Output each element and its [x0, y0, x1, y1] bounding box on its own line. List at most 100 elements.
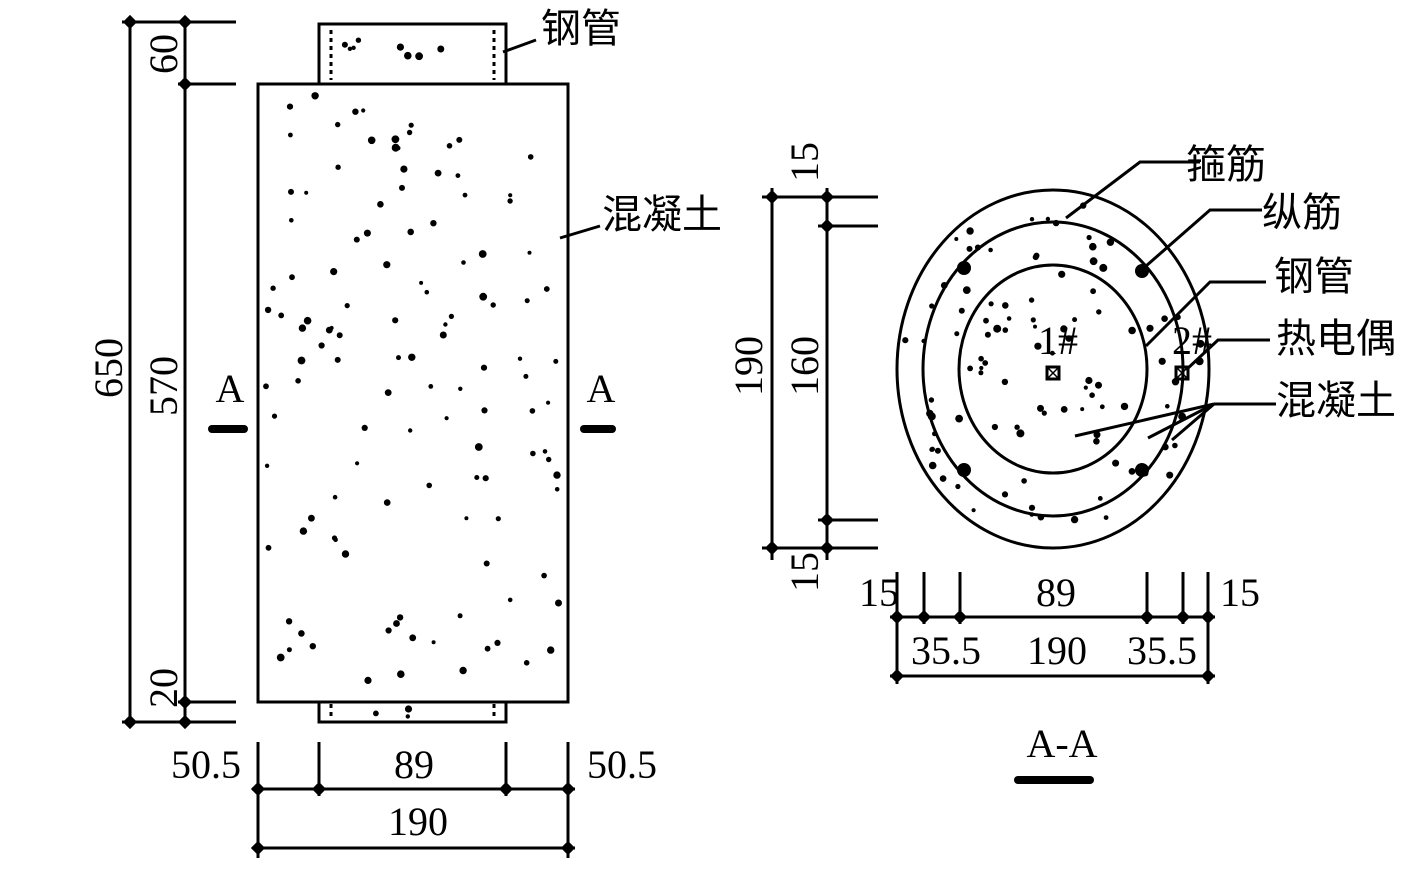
aggregate-dot — [457, 613, 463, 619]
aggregate-dot — [299, 527, 308, 535]
sec-dim-top-left: 15 — [859, 570, 899, 615]
aggregate-dot — [393, 620, 400, 627]
aggregate-dot — [1029, 217, 1035, 222]
aggregate-dot — [439, 331, 447, 339]
aggregate-dot — [546, 456, 552, 463]
leader-stirrup — [1065, 160, 1200, 220]
elev-dim-total-width: 190 — [388, 799, 448, 844]
aggregate-dot — [311, 92, 319, 100]
stirrup-circle — [921, 220, 1185, 518]
aggregate-dot — [408, 428, 413, 433]
aggregate-dot — [554, 487, 560, 492]
aggregate-dot — [527, 154, 534, 160]
thermocouple-2-label: 2# — [1172, 318, 1212, 363]
label-concrete-elev: 混凝土 — [602, 192, 722, 238]
aggregate-dot — [364, 676, 372, 685]
sec-dim-outer: 190 — [726, 336, 771, 396]
aggregate-dot — [426, 482, 433, 489]
aggregate-dot — [1166, 471, 1174, 479]
sec-dim-inner: 160 — [782, 336, 827, 396]
aggregate-dot — [1120, 402, 1129, 411]
aggregate-dot — [1095, 381, 1102, 389]
aggregate-dot — [430, 220, 437, 227]
aggregate-dot — [404, 705, 413, 713]
aggregate-dot — [355, 37, 362, 43]
aggregate-dot — [263, 383, 269, 390]
aggregate-dot — [271, 413, 278, 419]
aggregate-dot — [1158, 357, 1166, 365]
aggregate-dot — [474, 475, 480, 480]
aggregate-dot — [431, 640, 436, 645]
aggregate-dot — [1037, 513, 1045, 521]
label-longitudinal-bar: 纵筋 — [1262, 190, 1342, 236]
aggregate-dot — [1045, 216, 1051, 222]
aggregate-dot — [297, 356, 306, 365]
aggregate-dot — [295, 378, 301, 384]
aggregate-dot — [455, 173, 461, 179]
aggregate-dot — [335, 164, 341, 170]
steel-tube-circle — [957, 263, 1149, 475]
aggregate-dot — [484, 645, 491, 652]
aggregate-dot — [507, 198, 513, 204]
sec-dim-top-right: 15 — [1220, 570, 1260, 615]
elev-dim-bottom: 20 — [141, 668, 186, 708]
aggregate-dot — [494, 639, 501, 647]
aggregate-dot — [932, 431, 937, 437]
aggregate-dot — [265, 544, 272, 551]
aggregate-dot — [1083, 385, 1088, 390]
elev-dim-right: 50.5 — [587, 742, 657, 787]
aggregate-dot — [1001, 378, 1009, 386]
aggregate-dot — [1016, 429, 1025, 438]
aggregate-dot — [303, 316, 312, 325]
section-mark-right-label: A — [587, 366, 616, 411]
aggregate-dot — [361, 108, 366, 113]
aggregate-dot — [373, 710, 379, 717]
aggregate-dot — [1001, 491, 1009, 498]
aggregate-dot — [289, 218, 294, 223]
outer-concrete-circle — [895, 188, 1211, 550]
aggregate-dot — [383, 261, 391, 269]
leader-concrete-elev — [559, 224, 601, 240]
aggregate-dot — [902, 337, 909, 344]
aggregate-dot — [543, 286, 550, 292]
aggregate-dot — [928, 461, 937, 470]
aggregate-dot — [983, 317, 989, 324]
aggregate-dot — [1089, 242, 1097, 251]
aggregate-dot — [406, 129, 413, 136]
aggregate-dot — [954, 237, 959, 241]
aggregate-dot — [397, 670, 405, 678]
aggregate-dot — [396, 43, 404, 51]
aggregate-dot — [428, 384, 434, 389]
aggregate-dot — [400, 165, 408, 173]
aggregate-dot — [1161, 443, 1169, 451]
aggregate-dot — [966, 245, 973, 252]
aggregate-dot — [1065, 335, 1073, 342]
aggregate-dot — [443, 322, 448, 327]
aggregate-dot — [940, 282, 948, 289]
aggregate-dot — [955, 414, 963, 423]
aggregate-dot — [517, 356, 523, 361]
aggregate-dot — [978, 355, 984, 362]
aggregate-dot — [1030, 317, 1036, 323]
aggregate-dot — [347, 46, 353, 51]
aggregate-dot — [1002, 327, 1009, 333]
aggregate-dot — [404, 51, 412, 60]
aggregate-dot — [1128, 468, 1136, 475]
aggregate-dot — [553, 471, 561, 479]
steel-tube-top — [317, 22, 508, 86]
aggregate-dot — [399, 184, 405, 191]
steel-tube-bottom — [317, 700, 508, 724]
elev-dim-left: 50.5 — [171, 742, 241, 787]
aggregate-dot — [478, 250, 487, 258]
aggregate-dot — [408, 122, 414, 128]
aggregate-dot — [407, 228, 415, 236]
aggregate-dot — [1097, 496, 1103, 501]
aggregate-dot — [1070, 515, 1079, 524]
aggregate-dot — [1161, 315, 1168, 323]
aggregate-dot — [967, 365, 973, 372]
aggregate-dot — [385, 627, 392, 634]
section-marker-left: A — [208, 366, 248, 433]
aggregate-dot — [555, 599, 562, 607]
elev-dim-total: 650 — [86, 338, 131, 398]
